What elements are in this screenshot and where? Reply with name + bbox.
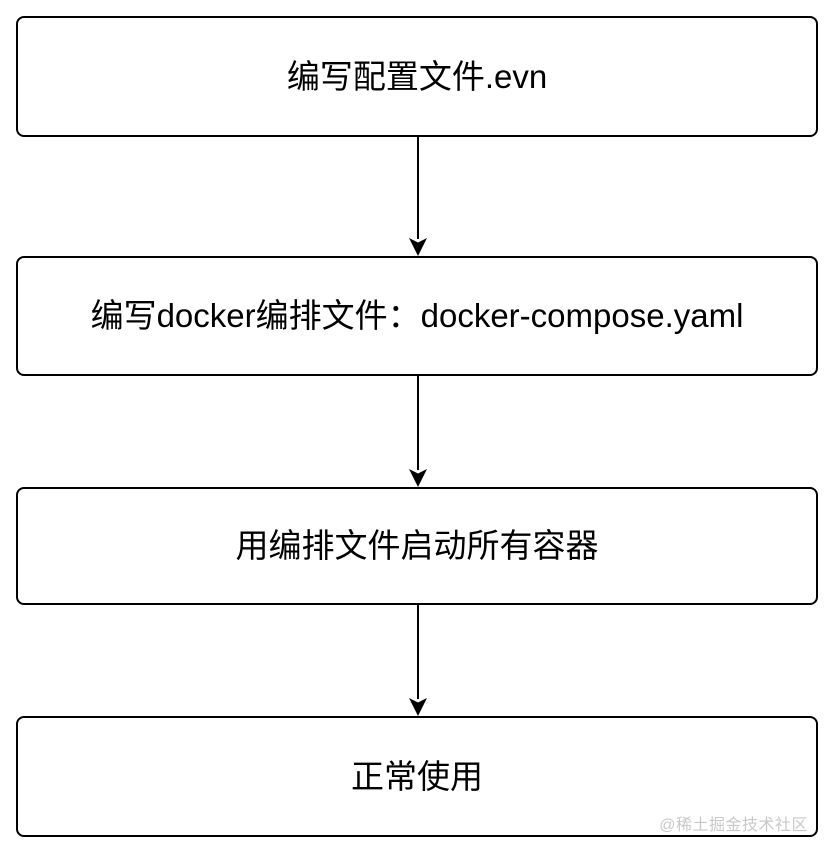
flow-node-write-env-file: 编写配置文件.evn — [16, 16, 818, 137]
flow-node-label: 编写配置文件.evn — [286, 57, 548, 95]
flow-arrow-2-to-3 — [409, 376, 427, 487]
flow-arrow-1-to-2 — [409, 137, 427, 256]
arrow-head-icon — [409, 469, 427, 487]
flow-node-label: 正常使用 — [351, 757, 483, 795]
arrow-line — [417, 605, 419, 699]
flow-node-write-compose-file: 编写docker编排文件：docker-compose.yaml — [16, 256, 818, 376]
flow-node-label: 编写docker编排文件：docker-compose.yaml — [90, 297, 744, 335]
arrow-line — [417, 137, 419, 239]
arrow-head-icon — [409, 238, 427, 256]
arrow-head-icon — [409, 698, 427, 716]
arrow-line — [417, 376, 419, 470]
flow-arrow-3-to-4 — [409, 605, 427, 716]
flow-node-start-containers: 用编排文件启动所有容器 — [16, 487, 818, 605]
flow-node-label: 用编排文件启动所有容器 — [235, 527, 599, 565]
watermark-text: @稀土掘金技术社区 — [659, 817, 808, 834]
flow-node-normal-use: 正常使用 — [16, 716, 818, 837]
